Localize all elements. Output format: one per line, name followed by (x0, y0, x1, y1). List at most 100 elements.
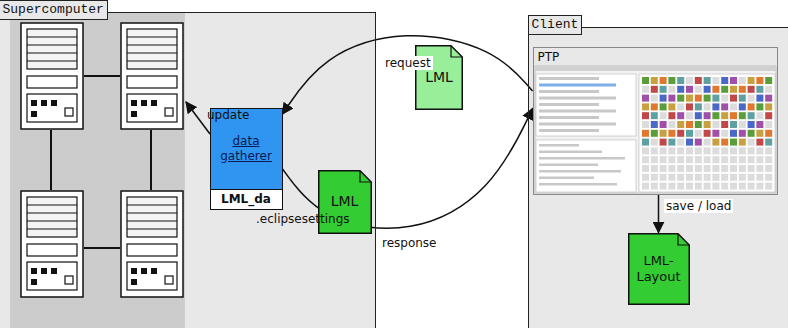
node-cell (765, 130, 772, 137)
node-cell (642, 112, 649, 119)
node-cell (651, 165, 658, 172)
node-cell (721, 147, 728, 154)
node-cell (677, 121, 684, 128)
node-cell (642, 77, 649, 84)
node-cell (739, 121, 746, 128)
node-cell (668, 147, 675, 154)
script-box: LML_da (210, 189, 283, 210)
node-cell (642, 86, 649, 93)
node-cell (730, 95, 737, 102)
node-cell (739, 139, 746, 146)
node-cell (660, 86, 667, 93)
node-cell (712, 77, 719, 84)
list-row (539, 84, 616, 87)
node-cell (756, 183, 763, 190)
node-cell (756, 156, 763, 163)
node-cell (642, 139, 649, 146)
node-cell (686, 147, 693, 154)
node-label: LML (331, 193, 359, 210)
node-cell (748, 95, 755, 102)
node-cell (730, 183, 737, 190)
node-cell (695, 156, 702, 163)
network-wire (150, 130, 152, 190)
node-cell (765, 156, 772, 163)
node-cell (704, 183, 711, 190)
node-cell (651, 86, 658, 93)
node-cell (660, 156, 667, 163)
node-cell (739, 183, 746, 190)
node-cell (668, 165, 675, 172)
node-cell (756, 130, 763, 137)
node-cell (668, 130, 675, 137)
node-cell (686, 95, 693, 102)
node-cell (677, 174, 684, 181)
node-cell (721, 95, 728, 102)
node-cell (660, 183, 667, 190)
node-cell (686, 103, 693, 110)
node-cell (642, 147, 649, 154)
node-cell (704, 174, 711, 181)
node-cell (686, 183, 693, 190)
network-wire (50, 130, 52, 190)
node-cell (712, 147, 719, 154)
node-cell (686, 139, 693, 146)
node-cell (695, 95, 702, 102)
update-arrow (186, 102, 210, 134)
node-cell (712, 112, 719, 119)
node-cell (677, 103, 684, 110)
node-cell (668, 156, 675, 163)
node-cell (695, 147, 702, 154)
node-cell (686, 112, 693, 119)
node-cell (721, 165, 728, 172)
node-cell (668, 112, 675, 119)
node-cell (660, 174, 667, 181)
node-cell (748, 165, 755, 172)
node-cell (712, 165, 719, 172)
node-cell (642, 174, 649, 181)
document-fold (360, 170, 371, 181)
node-cell (730, 130, 737, 137)
node-cell (756, 86, 763, 93)
node-cell (730, 86, 737, 93)
node-cell (756, 95, 763, 102)
edge-label: response (380, 236, 439, 250)
node-cell (642, 95, 649, 102)
node-cell (756, 77, 763, 84)
node-cell (730, 77, 737, 84)
document-fold (678, 233, 689, 244)
node-cell (765, 95, 772, 102)
node-cell (677, 183, 684, 190)
node-cell (721, 112, 728, 119)
node-cell (660, 103, 667, 110)
console-row (539, 157, 625, 160)
node-cell (756, 103, 763, 110)
flow-arrow (283, 36, 533, 114)
node-cell (677, 130, 684, 137)
node-cell (704, 139, 711, 146)
node-cell (739, 147, 746, 154)
node-cell (704, 86, 711, 93)
node-cell (730, 112, 737, 119)
node-cell (651, 183, 658, 190)
node-cell (739, 112, 746, 119)
console-row (539, 151, 602, 154)
node-cell (712, 121, 719, 128)
node-cell (668, 139, 675, 146)
node-cell (730, 174, 737, 181)
node-cell (748, 156, 755, 163)
server-symbol (21, 23, 83, 129)
arrow-label: update (205, 108, 251, 122)
node-cell (765, 112, 772, 119)
node-cell (704, 147, 711, 154)
list-row (539, 129, 599, 132)
node-cell (739, 130, 746, 137)
node-label: LML-Layout (632, 253, 686, 284)
node-cell (677, 112, 684, 119)
node-cell (712, 183, 719, 190)
node-cell (765, 183, 772, 190)
node-label: data gatherer (214, 134, 279, 163)
node-cell (677, 86, 684, 93)
job-list (536, 74, 636, 136)
node-cell (642, 183, 649, 190)
node-cell (651, 121, 658, 128)
